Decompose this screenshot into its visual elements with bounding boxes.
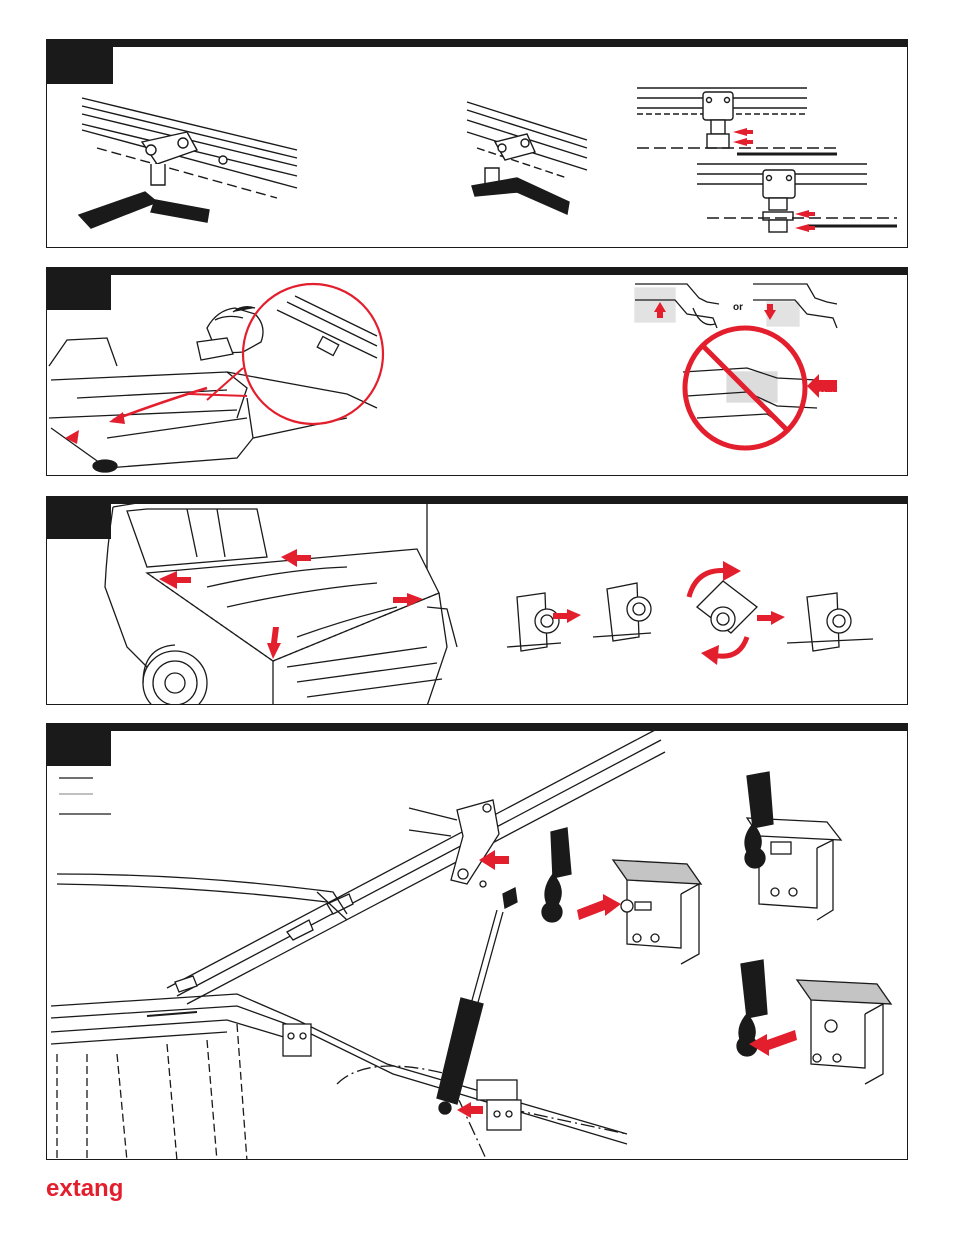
step-1-panel — [46, 39, 908, 248]
step-4-panel — [46, 723, 908, 1160]
cover-unroll-illustration: or Not — [47, 268, 908, 476]
clamp-install-illustration — [47, 40, 908, 248]
extang-logo: extang — [46, 1168, 126, 1204]
not-label: Not — [819, 390, 834, 400]
step-3-panel — [46, 496, 908, 705]
step-2-panel: or Not — [46, 267, 908, 476]
cover-fasten-illustration — [47, 497, 908, 705]
gas-strut-install-illustration — [47, 724, 908, 1160]
logo-text: extang — [46, 1175, 123, 1202]
or-label: or — [733, 302, 743, 313]
